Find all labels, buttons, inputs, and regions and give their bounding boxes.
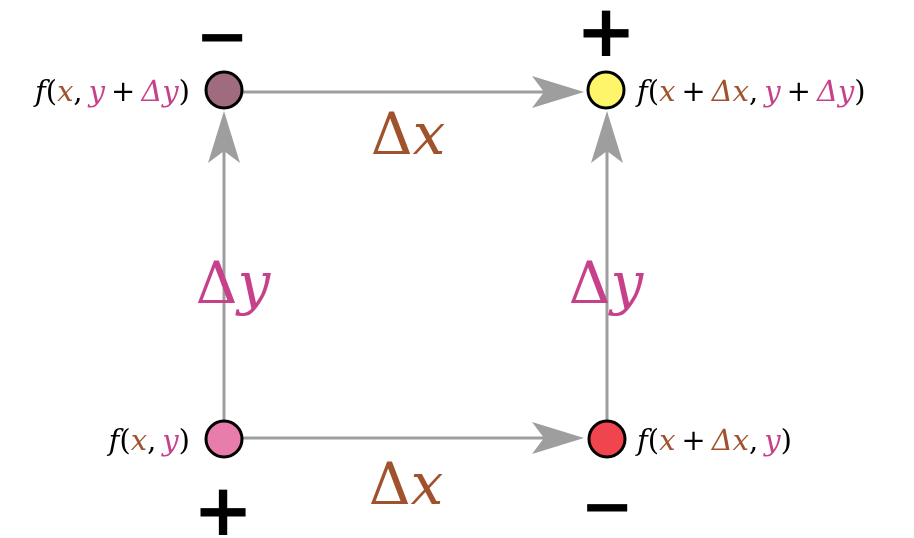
label-bottom-right: f(x+Δx,y) (635, 423, 792, 457)
node-top-right (586, 70, 626, 110)
top-edge-label: Δx (371, 100, 446, 168)
edges (208, 76, 623, 454)
label-top-left: f(x,y+Δy) (33, 74, 190, 108)
node-top-left (204, 70, 244, 110)
sign-top-right: + (576, 0, 636, 73)
bottom-edge-label: Δx (369, 450, 444, 518)
right-edge-arrowhead (591, 111, 623, 163)
node-bottom-right (587, 419, 627, 459)
node-bottom-left (204, 419, 244, 459)
left-edge-label: Δy (196, 249, 272, 317)
sign-bottom-left: + (193, 468, 253, 538)
sign-top-left: − (195, 0, 249, 74)
sign-bottom-right: − (580, 470, 634, 538)
label-top-right: f(x+Δx,y+Δy) (635, 74, 866, 108)
top-edge-arrowhead (532, 76, 584, 108)
label-bottom-left: f(x,y) (107, 423, 190, 457)
left-edge-arrowhead (208, 111, 240, 163)
right-edge-label: Δy (569, 249, 645, 317)
bottom-edge-arrowhead (532, 422, 584, 454)
